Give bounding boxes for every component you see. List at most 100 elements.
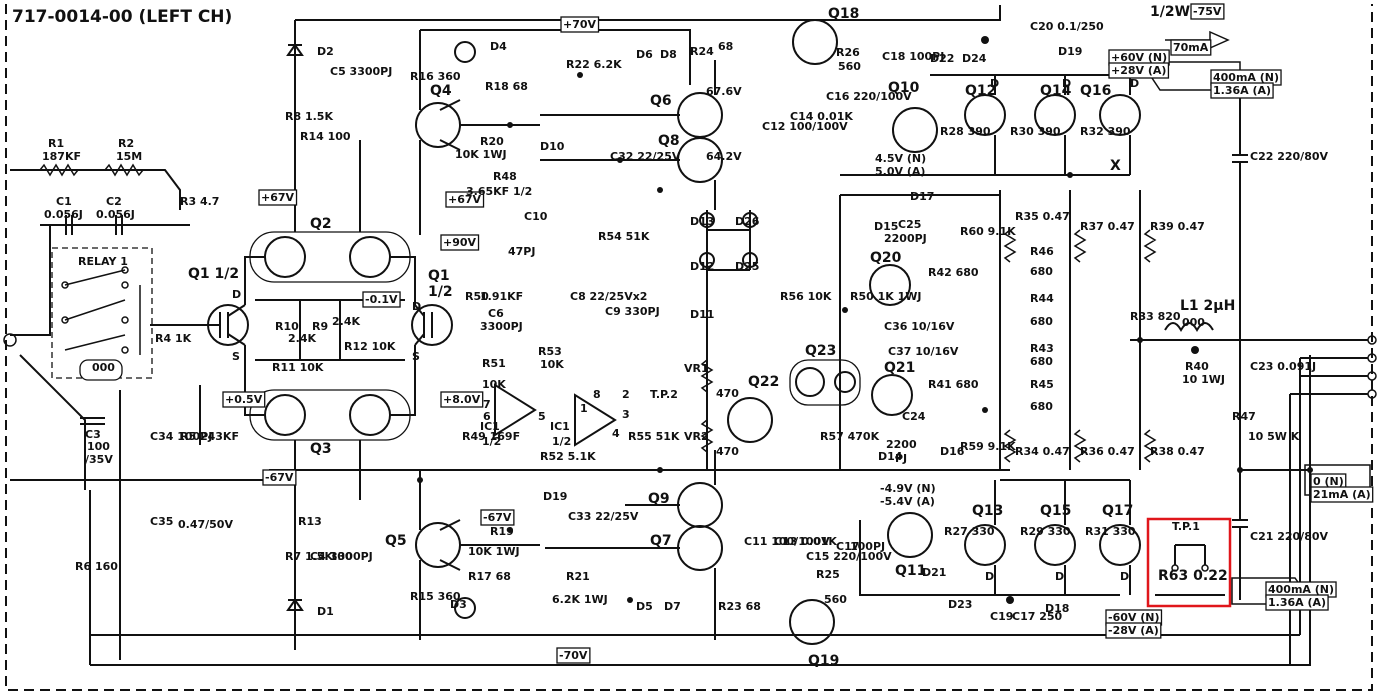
component-label: Q1 bbox=[428, 268, 450, 284]
component-label: R52 5.1K bbox=[540, 450, 596, 463]
component-label: Q11 bbox=[895, 563, 926, 579]
component-label: R50 bbox=[465, 290, 489, 303]
component-label: 680 bbox=[1030, 315, 1053, 328]
component-label: C5 3300PJ bbox=[330, 65, 392, 78]
component-label: Q17 bbox=[1102, 503, 1133, 519]
q4-transistor-icon bbox=[415, 102, 461, 148]
component-label: 560 bbox=[838, 60, 861, 73]
rail-m67_b: -67V bbox=[480, 509, 515, 526]
component-label: 47PJ bbox=[508, 245, 535, 258]
component-label: D bbox=[1062, 77, 1071, 90]
component-label: T.P.2 bbox=[650, 388, 678, 401]
component-label: C2 bbox=[106, 195, 122, 208]
component-label: D19 bbox=[1058, 45, 1082, 58]
voltage-rail-labels: +70V-75V+67V+67V+90V-0.1V+0.5V+8.0V-67V-… bbox=[222, 3, 1225, 664]
component-label: D13 bbox=[690, 215, 714, 228]
component-label: IC1 bbox=[480, 420, 500, 433]
tp1-highlight-box bbox=[1146, 517, 1232, 608]
component-label: 5.0V (A) bbox=[875, 165, 925, 178]
component-label: C13 0.01K bbox=[774, 535, 837, 548]
component-label: C1 bbox=[56, 195, 72, 208]
l1-inductor-icon bbox=[1164, 322, 1214, 333]
component-label: VR2 bbox=[684, 430, 709, 443]
component-label: 560 bbox=[824, 593, 847, 606]
component-label: 10K 1WJ bbox=[455, 148, 507, 161]
component-label: 680 bbox=[1030, 400, 1053, 413]
c3 bbox=[80, 417, 105, 425]
output-terminals bbox=[1289, 335, 1377, 665]
component-label: RELAY 1 bbox=[78, 255, 128, 268]
current-box bbox=[1265, 594, 1329, 611]
component-label: R44 bbox=[1030, 292, 1054, 305]
q17-mosfet-icon bbox=[1099, 524, 1141, 566]
component-label: 1/2 bbox=[482, 435, 501, 448]
component-label: D bbox=[990, 77, 999, 90]
component-label: Q5 bbox=[385, 533, 407, 549]
component-label: D1 bbox=[317, 605, 334, 618]
component-label: IC1 bbox=[550, 420, 570, 433]
ic1b-opamp-icon bbox=[574, 393, 617, 447]
c1-c2 bbox=[40, 215, 150, 235]
diode-string bbox=[706, 210, 751, 340]
page-title: 717-0014-00 (LEFT CH) bbox=[12, 7, 232, 27]
component-label: R41 680 bbox=[928, 378, 979, 391]
q15-mosfet-icon bbox=[1034, 524, 1076, 566]
rail-p90: +90V bbox=[440, 234, 480, 251]
rail-text: -28V (A) bbox=[1108, 624, 1159, 637]
component-label: R57 470K bbox=[820, 430, 880, 443]
component-label: PJ bbox=[895, 452, 907, 465]
current-box bbox=[1170, 39, 1212, 56]
q12-mosfet-icon bbox=[964, 94, 1006, 136]
component-label: R27 330 bbox=[944, 525, 995, 538]
q23-opto-box bbox=[789, 359, 861, 406]
component-label: R55 51K bbox=[628, 430, 680, 443]
top-rail-2 bbox=[420, 29, 691, 85]
component-label: R28 390 bbox=[940, 125, 991, 138]
component-label: D17 bbox=[910, 190, 934, 203]
component-label: Q21 bbox=[884, 360, 915, 376]
q7-transistor-icon bbox=[677, 525, 723, 571]
r1-zigzag bbox=[39, 163, 79, 177]
junction-dots bbox=[417, 36, 1313, 604]
component-label: C25 bbox=[898, 218, 921, 231]
component-label: Q1 1/2 bbox=[188, 266, 239, 282]
component-label: 3300PJ bbox=[480, 320, 523, 333]
component-label: Q14 bbox=[1040, 83, 1072, 99]
component-label: R47 bbox=[1232, 410, 1256, 423]
rail-box bbox=[258, 189, 298, 206]
current-text: 0 (N) bbox=[1313, 475, 1344, 488]
component-label: R38 0.47 bbox=[1150, 445, 1205, 458]
component-label: C18 100PJ bbox=[882, 50, 944, 63]
component-label: D bbox=[412, 300, 421, 313]
q1b-fet-icon bbox=[411, 304, 453, 346]
component-label: C8 22/25Vx2 bbox=[570, 290, 647, 303]
component-label: D bbox=[232, 288, 241, 301]
component-label: D25 bbox=[735, 260, 759, 273]
component-label: 10 1WJ bbox=[1182, 373, 1225, 386]
component-label: D22 bbox=[930, 52, 954, 65]
component-label: 187KF bbox=[42, 150, 81, 163]
component-label: 680 bbox=[1030, 355, 1053, 368]
component-label: R3 4.7 bbox=[180, 195, 219, 208]
top-rail bbox=[295, 5, 1001, 21]
component-label: R12 10K bbox=[344, 340, 396, 353]
component-label: D15 bbox=[874, 220, 898, 233]
component-label: D21 bbox=[922, 566, 946, 579]
component-label: R24 bbox=[690, 45, 714, 58]
component-label: 000 bbox=[1182, 316, 1205, 329]
q22-transistor-icon bbox=[727, 397, 773, 443]
component-label: 0.47/50V bbox=[178, 518, 233, 531]
rail-text: +8.0V bbox=[443, 393, 481, 406]
component-label: 2 bbox=[622, 388, 630, 401]
component-label: R1 bbox=[48, 137, 64, 150]
mid-rail bbox=[10, 469, 1010, 481]
component-label: C35 bbox=[150, 515, 173, 528]
rail-m75: -75V bbox=[1190, 3, 1225, 20]
component-label: VR1 bbox=[684, 362, 709, 375]
component-label: C10 bbox=[524, 210, 548, 223]
component-label: R7 1.5K bbox=[285, 550, 333, 563]
component-label: R5 243KF bbox=[180, 430, 239, 443]
component-label: C17 bbox=[836, 540, 859, 553]
